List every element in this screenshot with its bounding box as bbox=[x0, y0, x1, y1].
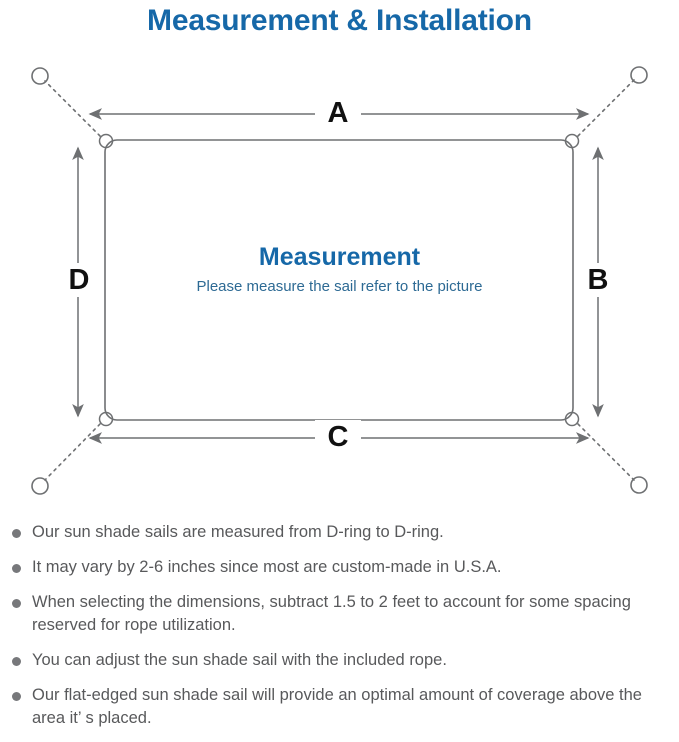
dotted-rope-line-icon-top-left bbox=[44, 80, 101, 137]
note-text: When selecting the dimensions, subtract … bbox=[32, 593, 631, 634]
dotted-rope-line-icon-top-right bbox=[577, 79, 635, 137]
list-item: Our flat-edged sun shade sail will provi… bbox=[0, 684, 679, 730]
list-item: It may vary by 2-6 inches since most are… bbox=[0, 556, 679, 579]
dimension-label-c: C bbox=[315, 420, 361, 454]
d-ring-icon-top-left bbox=[98, 133, 114, 149]
d-ring-icon-top-right bbox=[564, 133, 580, 149]
dotted-rope-line-icon-bottom-right bbox=[577, 423, 635, 481]
dimension-label-a: A bbox=[315, 96, 361, 130]
note-text: Our flat-edged sun shade sail will provi… bbox=[32, 686, 642, 727]
dimension-label-b: B bbox=[577, 263, 619, 297]
list-item: Our sun shade sails are measured from D-… bbox=[0, 521, 679, 544]
bullet-icon bbox=[12, 657, 21, 666]
notes-list: Our sun shade sails are measured from D-… bbox=[0, 521, 679, 742]
note-text: You can adjust the sun shade sail with t… bbox=[32, 651, 447, 669]
sail-diagram-svg bbox=[31, 66, 648, 495]
sail-center-sublabel: Please measure the sail refer to the pic… bbox=[196, 278, 483, 295]
anchor-point-icon-top-right bbox=[630, 66, 648, 84]
note-text: Our sun shade sails are measured from D-… bbox=[32, 523, 444, 541]
page-title: Measurement & Installation bbox=[147, 4, 532, 37]
anchor-point-icon-bottom-right bbox=[630, 476, 648, 494]
measurement-diagram: Measurement Please measure the sail refe… bbox=[31, 66, 648, 495]
list-item: When selecting the dimensions, subtract … bbox=[0, 591, 679, 637]
note-text: It may vary by 2-6 inches since most are… bbox=[32, 558, 502, 576]
anchor-point-icon-bottom-left bbox=[31, 477, 49, 495]
bullet-icon bbox=[12, 692, 21, 701]
sail-center-label: Measurement bbox=[258, 243, 421, 271]
d-ring-icon-bottom-right bbox=[564, 411, 580, 427]
bullet-icon bbox=[12, 564, 21, 573]
anchor-point-icon-top-left bbox=[31, 67, 49, 85]
list-item: You can adjust the sun shade sail with t… bbox=[0, 649, 679, 672]
d-ring-icon-bottom-left bbox=[98, 411, 114, 427]
dimension-label-d: D bbox=[58, 263, 100, 297]
bullet-icon bbox=[12, 599, 21, 608]
bullet-icon bbox=[12, 529, 21, 538]
dotted-rope-line-icon-bottom-left bbox=[44, 423, 101, 481]
